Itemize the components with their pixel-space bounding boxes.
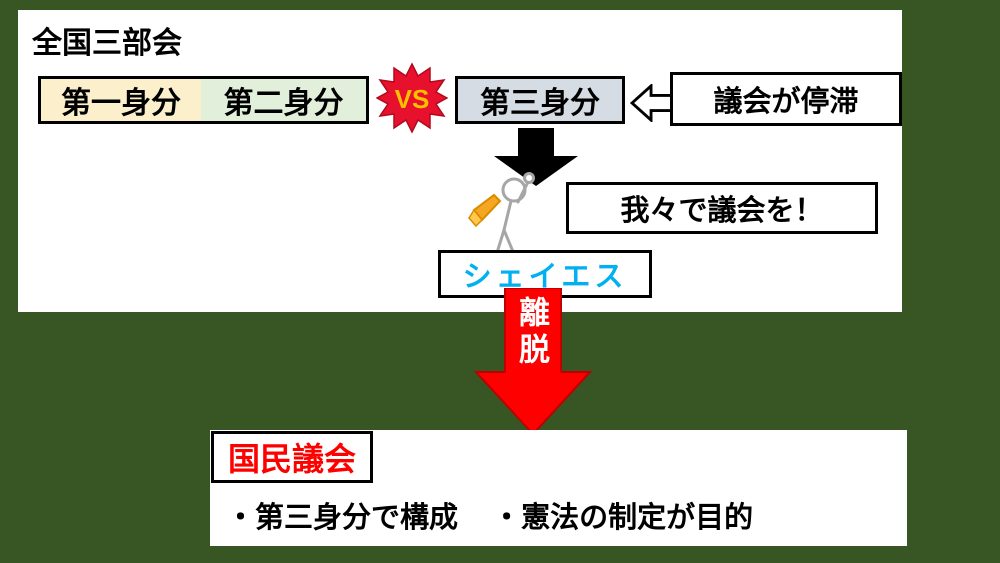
- speech-callout: 我々で議会を！: [566, 182, 878, 234]
- speech-label: 我々で議会を！: [620, 195, 824, 227]
- down-arrow-icon: [494, 128, 578, 186]
- vs-burst-icon: VS: [375, 62, 449, 134]
- first-estate-box: 第一身分: [38, 76, 204, 124]
- national-assembly-panel: 国民議会 ・第三身分で構成 ・憲法の制定が目的: [210, 430, 907, 546]
- national-assembly-title: 国民議会: [228, 441, 357, 477]
- national-assembly-title-box: 国民議会: [211, 431, 374, 483]
- secession-arrow: [473, 288, 593, 436]
- stagnation-callout: 議会が停滞: [670, 72, 902, 126]
- vs-label: VS: [395, 84, 430, 114]
- secession-label: 離脱: [514, 296, 549, 370]
- vs-badge: VS: [375, 62, 449, 134]
- left-arrow-icon: [630, 84, 674, 122]
- stagnation-label: 議会が停滞: [713, 86, 859, 118]
- bullet-constitution: ・憲法の制定が目的: [492, 502, 754, 534]
- first-estate-label: 第一身分: [61, 87, 181, 120]
- second-estate-box: 第二身分: [201, 76, 369, 124]
- assembly-bullets: ・第三身分で構成 ・憲法の制定が目的: [226, 494, 779, 536]
- third-estate-label: 第三身分: [480, 87, 600, 120]
- estates-general-title: 全国三部会: [32, 27, 182, 60]
- bullet-composition: ・第三身分で構成: [226, 502, 459, 534]
- estates-general-panel: 全国三部会 第一身分 第二身分 VS 第三身分 議会が停滞: [18, 10, 902, 312]
- second-estate-label: 第二身分: [223, 87, 344, 120]
- third-estate-box: 第三身分: [455, 76, 625, 124]
